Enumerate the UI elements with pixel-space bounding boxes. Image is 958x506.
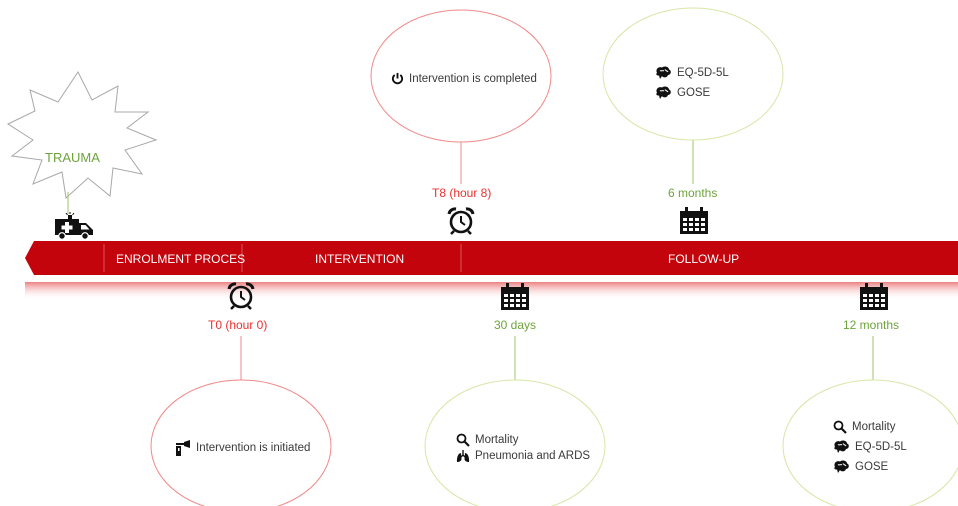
brain-icon [834,460,849,473]
m12-oval-text: EQ-5D-5L [855,441,907,453]
m6-label: 6 months [668,186,718,200]
d30-label: 30 days [494,318,537,332]
bar-label-followup: FOLLOW-UP [668,252,740,266]
d30-oval-text: Mortality [475,434,519,446]
bar-label-enrolment: ENROLMENT PROCES [116,252,246,266]
calendar-icon [680,207,708,234]
timeline-bar-shadow [25,282,958,300]
m6-oval-item: GOSE [655,86,710,100]
d30-oval [424,379,606,506]
m12-oval-item: EQ-5D-5L [833,440,907,454]
m6-oval-text: EQ-5D-5L [677,67,729,79]
timeline-bar [25,241,958,275]
magnifier-icon [456,433,470,447]
trauma-starburst [6,71,158,199]
t0-oval-text: Intervention is initiated [196,442,311,454]
brain-icon [656,66,671,79]
t8-oval-text: Intervention is completed [409,72,537,85]
ambulance-icon [55,212,93,240]
calendar-icon [501,283,529,310]
m12-oval-item: GOSE [833,460,888,474]
alarm-clock-icon [227,282,255,310]
m12-oval-item: Mortality [833,420,895,434]
t8-label: T8 (hour 8) [432,186,492,200]
calendar-icon [860,283,888,310]
d30-oval-item: Mortality [456,433,518,447]
m6-oval-text: GOSE [677,87,711,99]
t0-oval-item: Intervention is initiated [175,440,310,456]
t8-oval-item: Intervention is completed [391,72,537,85]
t8-oval [370,9,552,143]
brain-icon [656,86,671,99]
t0-label: T0 (hour 0) [208,318,268,332]
m12-oval [782,379,958,506]
alarm-clock-icon [447,207,475,235]
d30-oval-text: Pneumonia and ARDS [475,450,591,462]
m12-oval-text: Mortality [852,421,896,433]
trauma-label: TRAUMA [45,150,100,165]
m12-label: 12 months [843,318,900,332]
magnifier-icon [833,420,847,434]
power-icon [391,72,404,85]
bar-label-intervention: INTERVENTION [315,252,405,266]
d30-oval-item: Pneumonia and ARDS [456,449,590,463]
iv-drip-icon [176,440,190,456]
m6-oval-item: EQ-5D-5L [655,66,729,80]
brain-icon [834,440,849,453]
m12-oval-text: GOSE [855,461,889,473]
t0-oval [150,379,332,506]
m6-oval [602,7,784,141]
lungs-icon [456,450,470,462]
